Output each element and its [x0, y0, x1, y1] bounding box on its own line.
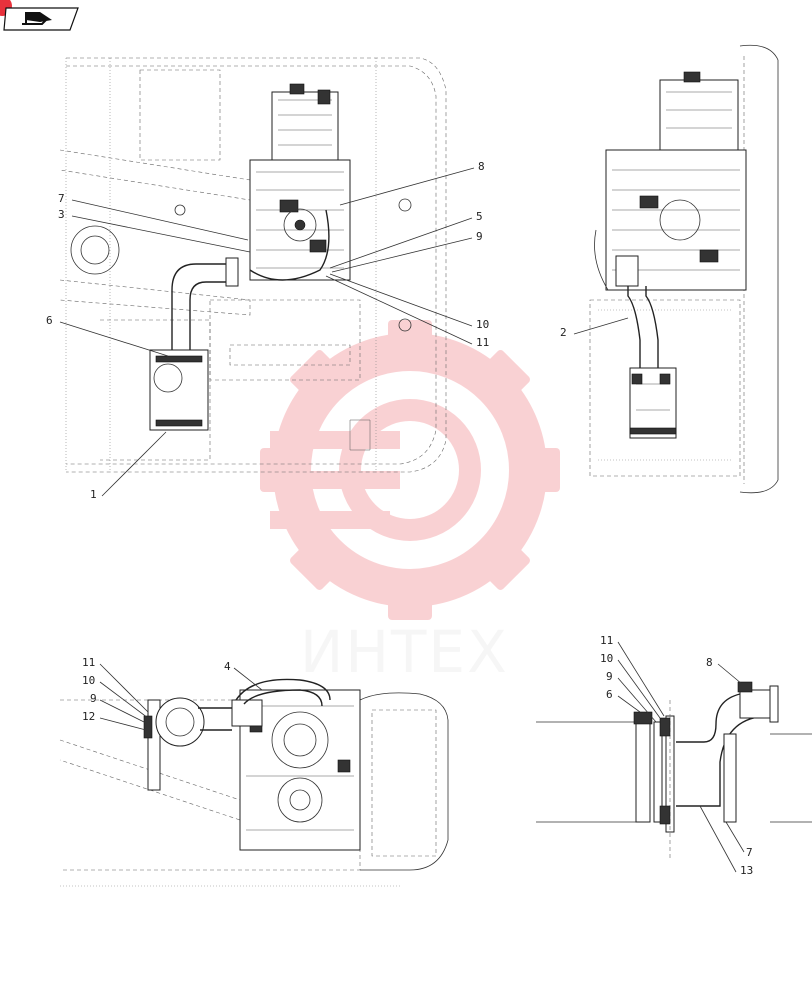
callout-label: 10 [82, 674, 95, 687]
callout-label: 11 [600, 634, 613, 647]
callouts-bottom-right: 11 10 9 6 8 7 13 [600, 634, 753, 877]
watermark-text: ИНТЕХ [300, 618, 509, 686]
header-badge[interactable] [0, 0, 79, 31]
callout-label: 10 [476, 318, 489, 331]
engine-top-left [249, 83, 351, 281]
callout-label: 1 [90, 488, 97, 501]
callout-label: 2 [560, 326, 567, 339]
watermark: ИНТЕХ [260, 320, 560, 686]
view-top-left: 8 7 3 5 9 6 10 11 1 [46, 57, 489, 501]
callout-label: 9 [606, 670, 613, 683]
callout-label: 11 [82, 656, 95, 669]
intake-section-bottom-right [633, 681, 779, 860]
callout-label: 4 [224, 660, 231, 673]
callouts-top-right: 2 [560, 317, 629, 339]
view-bottom-right: 11 10 9 6 8 7 13 [536, 634, 812, 877]
air-intake-top-right [594, 229, 677, 439]
callout-label: 5 [476, 210, 483, 223]
view-bottom-left: 4 11 10 9 12 [59, 656, 449, 887]
callout-label: 6 [606, 688, 613, 701]
callout-label: 9 [90, 692, 97, 705]
callouts-top-left: 8 7 3 5 9 6 10 11 1 [46, 160, 489, 501]
air-intake-bottom-left [143, 678, 331, 791]
callout-label: 12 [82, 710, 95, 723]
watermark-gear-icon [260, 320, 560, 620]
callout-label: 7 [58, 192, 65, 205]
callout-label: 11 [476, 336, 489, 349]
callout-label: 13 [740, 864, 753, 877]
callout-label: 8 [478, 160, 485, 173]
callout-label: 8 [706, 656, 713, 669]
engine-top-right [605, 71, 747, 291]
view-top-right: 2 [560, 44, 779, 494]
callout-label: 6 [46, 314, 53, 327]
page-flag-icon [22, 12, 52, 25]
callouts-bottom-left: 4 11 10 9 12 [82, 656, 263, 731]
callout-label: 7 [746, 846, 753, 859]
callout-label: 9 [476, 230, 483, 243]
air-intake-top-left [149, 209, 330, 431]
engine-bottom-left [239, 689, 361, 851]
callout-label: 10 [600, 652, 613, 665]
callout-label: 3 [58, 208, 65, 221]
